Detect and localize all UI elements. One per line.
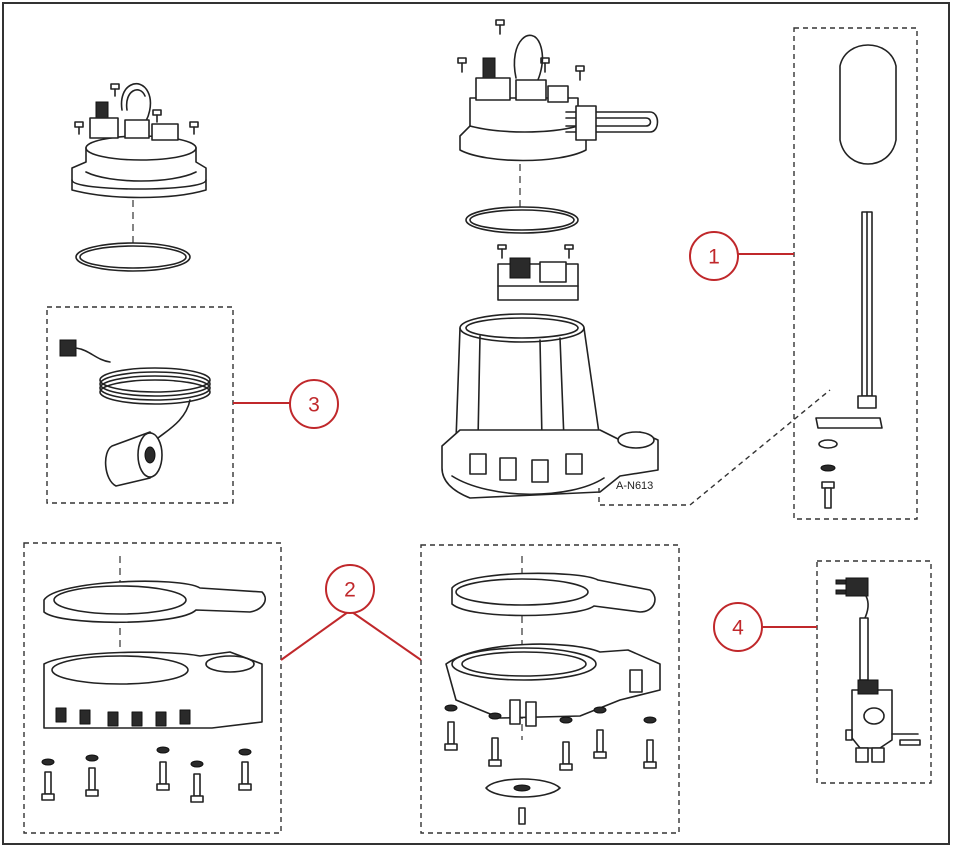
power-cord-icon xyxy=(835,577,869,621)
callout-3-label: 3 xyxy=(308,394,320,417)
screw-icon xyxy=(497,244,574,259)
base-plate-right xyxy=(444,556,661,825)
box-4-outline xyxy=(816,560,932,784)
switch-icon xyxy=(497,257,579,301)
float-icon xyxy=(104,431,163,487)
float-rod-kit xyxy=(815,44,897,509)
power-cord-icon xyxy=(59,339,211,487)
top-left-cover-assembly xyxy=(71,82,207,272)
box-2-right-outline xyxy=(420,544,680,834)
callout-3: 3 xyxy=(289,379,339,429)
callout-4: 4 xyxy=(713,602,763,652)
piggyback-switch xyxy=(835,577,921,763)
callout-4-label: 4 xyxy=(732,617,744,640)
center-pump-assembly xyxy=(441,19,659,499)
base-plate-left xyxy=(41,556,266,803)
callout-2: 2 xyxy=(325,564,375,614)
screw-icon xyxy=(457,19,585,81)
callout-1-label: 1 xyxy=(708,246,720,269)
model-tag: A-N613 xyxy=(616,480,653,492)
o-ring-icon xyxy=(75,242,191,272)
box-1-outline xyxy=(793,27,918,520)
screw-icon xyxy=(845,729,921,746)
box-3-outline xyxy=(46,306,234,504)
callout-1: 1 xyxy=(689,231,739,281)
box-2-left-outline xyxy=(23,542,282,834)
leader-2-left xyxy=(280,611,349,661)
screw-icon xyxy=(41,746,252,803)
tag-to-float-line xyxy=(689,389,831,506)
screw-icon xyxy=(444,704,657,771)
float-icon xyxy=(839,44,897,165)
callout-2-label: 2 xyxy=(344,579,356,602)
o-ring-icon xyxy=(465,206,579,234)
switch-icon xyxy=(851,679,893,763)
screw-icon xyxy=(74,83,199,135)
leader-2-right xyxy=(351,611,422,661)
screw-icon xyxy=(821,481,835,509)
